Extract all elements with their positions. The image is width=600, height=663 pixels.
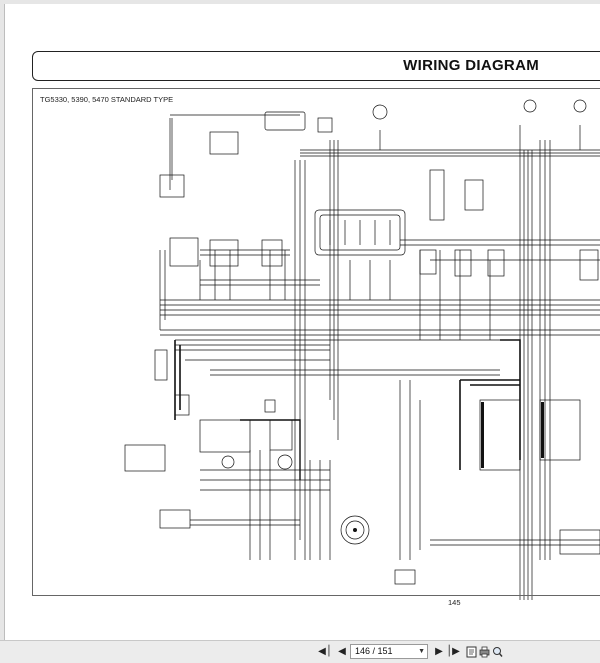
last-page-icon[interactable]: │▶: [446, 646, 460, 657]
title-box: WIRING DIAGRAM: [32, 51, 600, 81]
zoom-icon[interactable]: [492, 645, 503, 657]
document-page: [4, 4, 600, 640]
pdf-toolbar: ◀│ ◀ 146 / 151 ▼ ▶ │▶: [0, 640, 600, 663]
print-icon[interactable]: [479, 645, 490, 658]
wiring-diagram: [124, 99, 600, 600]
fit-page-icon[interactable]: [466, 645, 477, 658]
next-page-icon[interactable]: ▶: [435, 646, 443, 657]
page-number: 145: [448, 598, 461, 607]
diagram-frame: [32, 88, 600, 596]
model-caption: TG5330, 5390, 5470 STANDARD TYPE: [40, 95, 174, 104]
previous-page-icon[interactable]: ◀: [338, 646, 346, 657]
page-indicator-select[interactable]: 146 / 151 ▼: [350, 644, 428, 659]
chevron-down-icon: ▼: [418, 648, 425, 655]
page-title: WIRING DIAGRAM: [403, 57, 539, 74]
page-indicator-text: 146 / 151: [355, 646, 393, 656]
first-page-icon[interactable]: ◀│: [318, 646, 332, 657]
